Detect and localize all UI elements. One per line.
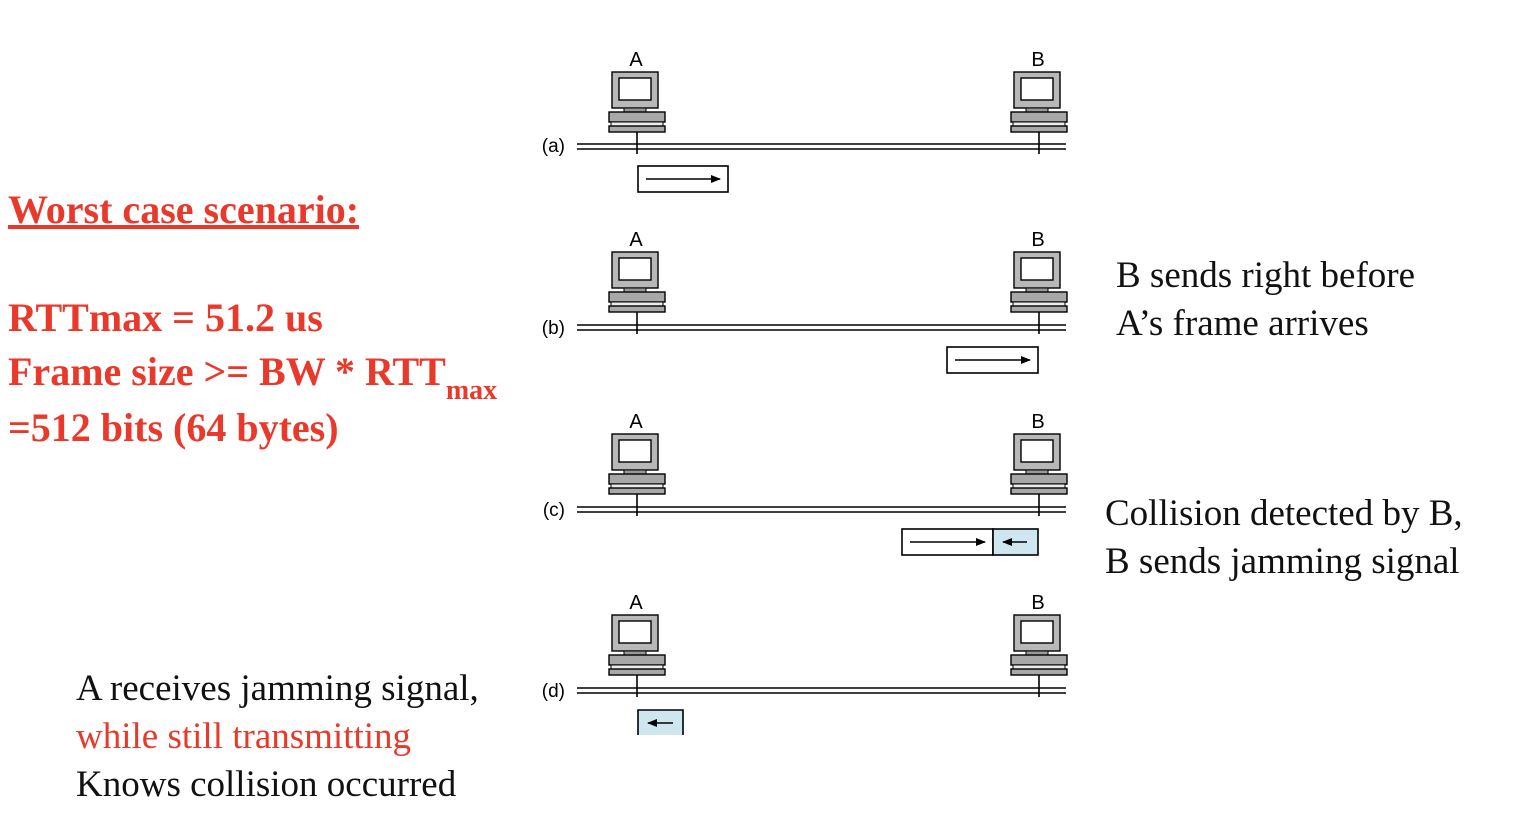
annotation-d-line1: A receives jamming signal,: [76, 668, 479, 709]
station-b-label: B: [1031, 229, 1044, 251]
panel-d-label: (d): [542, 681, 565, 702]
station-a-label: A: [629, 592, 643, 614]
station-a-label: A: [629, 49, 643, 71]
panel-a: A B (a): [542, 49, 1068, 193]
annotation-d-line3: Knows collision occurred: [76, 764, 457, 805]
annotation-b-line2: A’s frame arrives: [1116, 303, 1369, 344]
panel-b: A B (b): [542, 229, 1068, 374]
computer-a-icon: [608, 433, 666, 517]
annotation-d: A receives jamming signal, while still t…: [76, 665, 479, 809]
frame-bits-line: =512 bits (64 bytes): [8, 405, 339, 450]
station-b-label: B: [1031, 592, 1044, 614]
station-a-label: A: [629, 229, 643, 251]
annotation-b-line1: B sends right before: [1116, 255, 1416, 296]
computer-b-icon: [1010, 614, 1068, 698]
annotation-c-line2: B sends jamming signal: [1105, 541, 1460, 582]
computer-a-icon: [608, 71, 666, 155]
frame-size-line: Frame size >= BW * RTTmax: [8, 348, 497, 407]
frame-size-text: Frame size >= BW * RTT: [8, 349, 446, 394]
panel-d: A B (d): [542, 592, 1068, 735]
computer-b-icon: [1010, 251, 1068, 335]
computer-b-icon: [1010, 433, 1068, 517]
panel-a-label: (a): [542, 136, 565, 157]
panel-c-label: (c): [543, 500, 565, 521]
station-b-label: B: [1031, 411, 1044, 433]
computer-a-icon: [608, 614, 666, 698]
worst-case-title: Worst case scenario:: [8, 187, 360, 232]
annotation-c: Collision detected by B, B sends jamming…: [1105, 490, 1463, 586]
annotation-b: B sends right before A’s frame arrives: [1116, 252, 1415, 348]
rtt-max-line: RTTmax = 51.2 us: [8, 295, 323, 340]
panel-b-label: (b): [542, 318, 565, 339]
computer-a-icon: [608, 251, 666, 335]
annotation-c-line1: Collision detected by B,: [1105, 493, 1463, 534]
station-b-label: B: [1031, 49, 1044, 71]
computer-b-icon: [1010, 71, 1068, 155]
rtt-subscript: max: [445, 375, 498, 406]
annotation-d-line2: while still transmitting: [76, 716, 412, 757]
station-a-label: A: [629, 411, 643, 433]
panel-c: A B (c): [543, 411, 1068, 556]
